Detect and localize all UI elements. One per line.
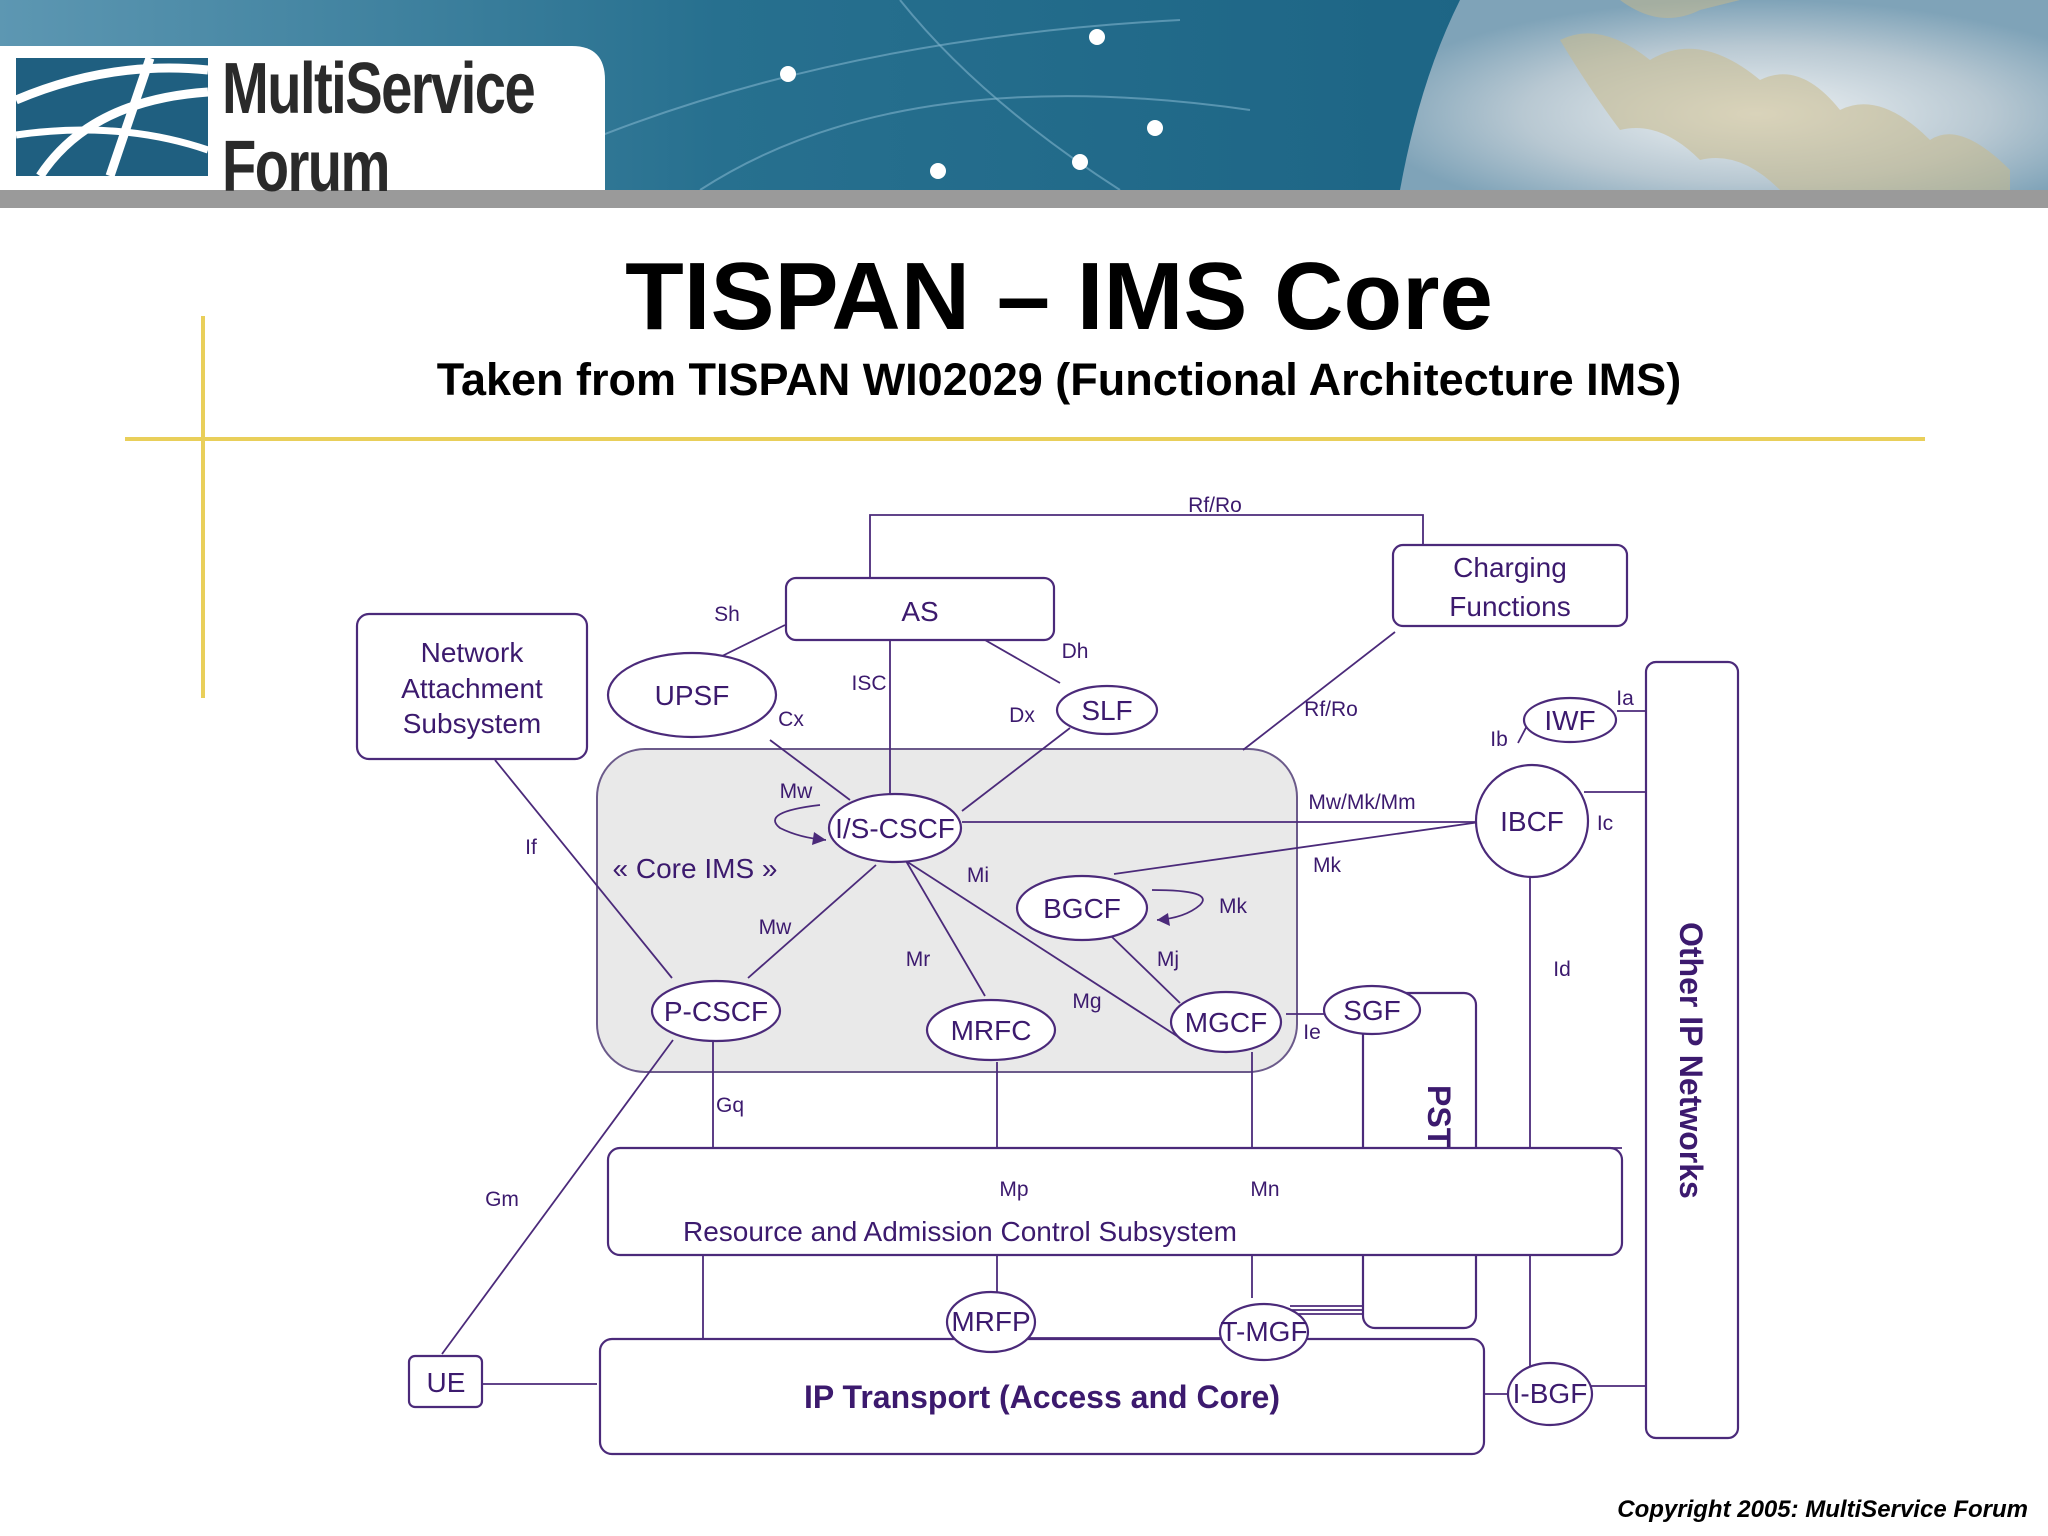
svg-text:SLF: SLF	[1081, 695, 1132, 726]
logo-icon	[14, 56, 210, 179]
label-ic: Ic	[1597, 812, 1613, 835]
land-shape	[1560, 33, 2010, 191]
svg-text:IWF: IWF	[1544, 705, 1595, 736]
node-p-cscf: P-CSCF	[650, 979, 782, 1043]
label-rf-ro-side: Rf/Ro	[1304, 698, 1358, 721]
node-bgcf: BGCF	[1015, 874, 1149, 942]
node-mgcf: MGCF	[1169, 990, 1283, 1054]
svg-text:I-BGF: I-BGF	[1513, 1378, 1588, 1409]
label-mj: Mj	[1157, 948, 1179, 971]
svg-text:IBCF: IBCF	[1500, 806, 1564, 837]
node-charging-functions: Charging Functions	[1391, 543, 1629, 628]
label-gm: Gm	[485, 1188, 519, 1211]
label-mn: Mn	[1250, 1178, 1279, 1201]
label-ia: Ia	[1616, 687, 1634, 710]
svg-text:Subsystem: Subsystem	[403, 708, 542, 739]
logo-wordmark: MultiService Forum	[222, 49, 536, 207]
node-t-mgf: T-MGF	[1218, 1302, 1310, 1362]
label-isc: ISC	[851, 672, 886, 695]
label-mi: Mi	[967, 864, 989, 887]
star-dots	[780, 29, 1163, 179]
label-ie: Ie	[1303, 1021, 1321, 1044]
node-is-cscf: I/S-CSCF	[827, 792, 963, 864]
label-mp: Mp	[999, 1178, 1028, 1201]
label-id: Id	[1553, 958, 1571, 981]
svg-text:Functions: Functions	[1449, 591, 1570, 622]
svg-text:UE: UE	[427, 1367, 466, 1398]
node-ip-transport: IP Transport (Access and Core)	[598, 1337, 1486, 1456]
svg-text:MRFP: MRFP	[951, 1306, 1030, 1337]
label-mw-lower: Mw	[759, 916, 792, 939]
node-i-bgf: I-BGF	[1506, 1361, 1594, 1427]
label-mk-loop: Mk	[1219, 895, 1247, 918]
node-ibcf: IBCF	[1474, 763, 1590, 879]
node-iwf: IWF	[1522, 696, 1618, 744]
node-sgf: SGF	[1322, 984, 1422, 1036]
label-dx: Dx	[1009, 704, 1035, 727]
label-sh: Sh	[714, 603, 740, 626]
label-gq: Gq	[716, 1094, 744, 1117]
label-if: If	[525, 836, 537, 859]
svg-text:T-MGF: T-MGF	[1220, 1316, 1307, 1347]
svg-text:AS: AS	[901, 596, 938, 627]
svg-text:Charging: Charging	[1453, 552, 1567, 583]
logo-line-2: Forum	[222, 127, 390, 207]
connection-lines	[441, 514, 1646, 1395]
label-ib: Ib	[1490, 728, 1508, 751]
core-ims-region	[596, 748, 1298, 1073]
label-mg: Mg	[1072, 990, 1101, 1013]
svg-text:UPSF: UPSF	[655, 680, 730, 711]
svg-text:BGCF: BGCF	[1043, 893, 1121, 924]
svg-text:MGCF: MGCF	[1185, 1007, 1267, 1038]
label-mk-upper: Mk	[1313, 854, 1341, 877]
slide-title: TISPAN – IMS Core	[625, 243, 1493, 350]
svg-text:Attachment: Attachment	[401, 673, 543, 704]
copyright-notice: Copyright 2005: MultiService Forum	[1617, 1496, 2028, 1523]
svg-text:P-CSCF: P-CSCF	[664, 996, 768, 1027]
node-ue: UE	[407, 1354, 484, 1409]
node-mrfc: MRFC	[925, 998, 1057, 1062]
label-cx: Cx	[778, 708, 804, 731]
node-racs: Resource and Admission Control Subsystem	[606, 1146, 1624, 1257]
svg-text:IP Transport (Access and Core): IP Transport (Access and Core)	[804, 1379, 1280, 1415]
label-mr: Mr	[906, 948, 931, 971]
logo-line-1: MultiService	[222, 49, 536, 129]
interface-labels: Rf/Ro Sh Dh ISC Cx Dx Rf/Ro Ia Ib Ic Id …	[485, 494, 1634, 1211]
svg-text:MRFC: MRFC	[951, 1015, 1032, 1046]
slide-subtitle: Taken from TISPAN WI02029 (Functional Ar…	[436, 354, 1682, 405]
node-slf: SLF	[1055, 684, 1159, 736]
label-dh: Dh	[1062, 640, 1089, 663]
label-rf-ro-top: Rf/Ro	[1188, 494, 1242, 517]
core-ims-label: « Core IMS »	[613, 853, 778, 884]
node-upsf: UPSF	[606, 651, 778, 739]
svg-text:I/S-CSCF: I/S-CSCF	[835, 813, 955, 844]
svg-text:Other IP Networks: Other IP Networks	[1673, 922, 1709, 1199]
node-network-attachment-subsystem: Network Attachment Subsystem	[355, 612, 589, 761]
node-other-ip-networks: Other IP Networks	[1644, 660, 1740, 1440]
svg-text:Resource and Admission Control: Resource and Admission Control Subsystem	[683, 1216, 1237, 1247]
svg-text:Network: Network	[421, 637, 525, 668]
node-mrfp: MRFP	[945, 1290, 1037, 1354]
header-banner	[0, 0, 2048, 208]
divider-rule-horizontal	[125, 437, 1925, 441]
divider-rule-vertical	[201, 316, 205, 698]
svg-text:SGF: SGF	[1343, 995, 1401, 1026]
node-as: AS	[784, 576, 1056, 642]
label-mw-loop: Mw	[780, 780, 813, 803]
label-mw-mk-mm: Mw/Mk/Mm	[1308, 791, 1415, 814]
